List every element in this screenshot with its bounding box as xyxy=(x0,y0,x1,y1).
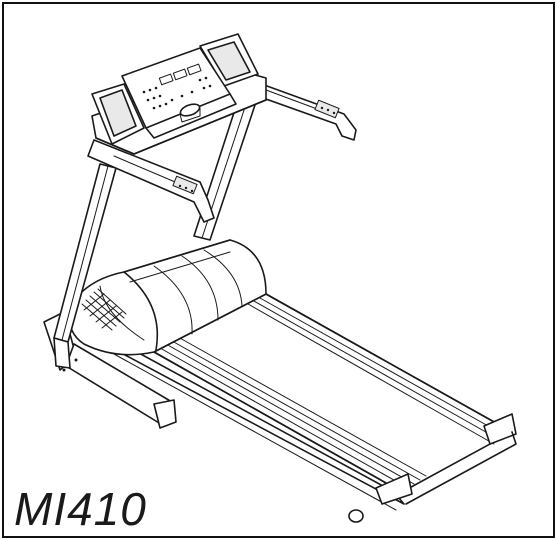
motor-hood xyxy=(67,239,267,356)
hood-vent xyxy=(81,288,127,331)
rear-wheel xyxy=(348,509,364,523)
treadmill-icon xyxy=(43,33,517,523)
model-label: MI410 xyxy=(14,483,147,535)
right-grip-sensor xyxy=(314,99,340,119)
safety-key xyxy=(179,103,201,117)
left-handrail xyxy=(87,139,215,223)
rear-cap-left xyxy=(375,473,413,505)
rear-cap-right xyxy=(483,413,517,445)
left-grip-sensor xyxy=(172,175,198,195)
console-display xyxy=(158,63,202,86)
rear-foot-left xyxy=(153,399,177,429)
console-buttons xyxy=(142,76,212,110)
